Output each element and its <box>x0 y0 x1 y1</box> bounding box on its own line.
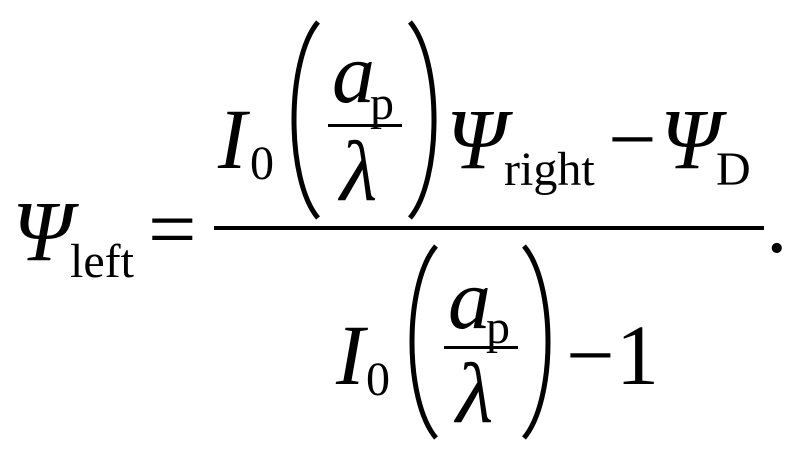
denominator-bessel-subscript: 0 <box>366 353 390 406</box>
numerator-left-paren <box>291 20 320 220</box>
terminating-period: . <box>766 175 788 271</box>
numerator-arg-a-subscript: p <box>370 77 394 130</box>
denominator-constant-one: 1 <box>616 307 659 403</box>
denominator-left-paren <box>409 244 438 440</box>
denominator-arg-a: a <box>448 251 491 347</box>
main-fraction-bar <box>214 226 764 230</box>
lhs-subscript-left: left <box>70 235 134 288</box>
denominator-minus-sign: − <box>566 307 615 403</box>
denominator-inner-fraction-bar <box>444 346 518 349</box>
lhs-psi-symbol: Ψ <box>12 183 73 279</box>
denominator-bessel-i: I <box>336 307 365 403</box>
equals-sign: = <box>148 181 197 277</box>
denominator-right-paren <box>522 244 551 440</box>
numerator-arg-a: a <box>332 25 375 121</box>
numerator-arg-lambda: λ <box>340 123 378 219</box>
numerator-subscript-right: right <box>504 143 595 196</box>
numerator-bessel-i: I <box>218 91 247 187</box>
numerator-right-paren <box>408 20 437 220</box>
numerator-subscript-d: D <box>716 143 751 196</box>
denominator-arg-a-subscript: p <box>486 301 510 354</box>
numerator-bessel-subscript: 0 <box>250 137 274 190</box>
numerator-minus-sign: − <box>608 91 657 187</box>
numerator-psi-right-symbol: Ψ <box>446 91 507 187</box>
denominator-arg-lambda: λ <box>456 345 494 441</box>
numerator-psi-d-symbol: Ψ <box>660 91 721 187</box>
numerator-inner-fraction-bar <box>328 124 402 127</box>
